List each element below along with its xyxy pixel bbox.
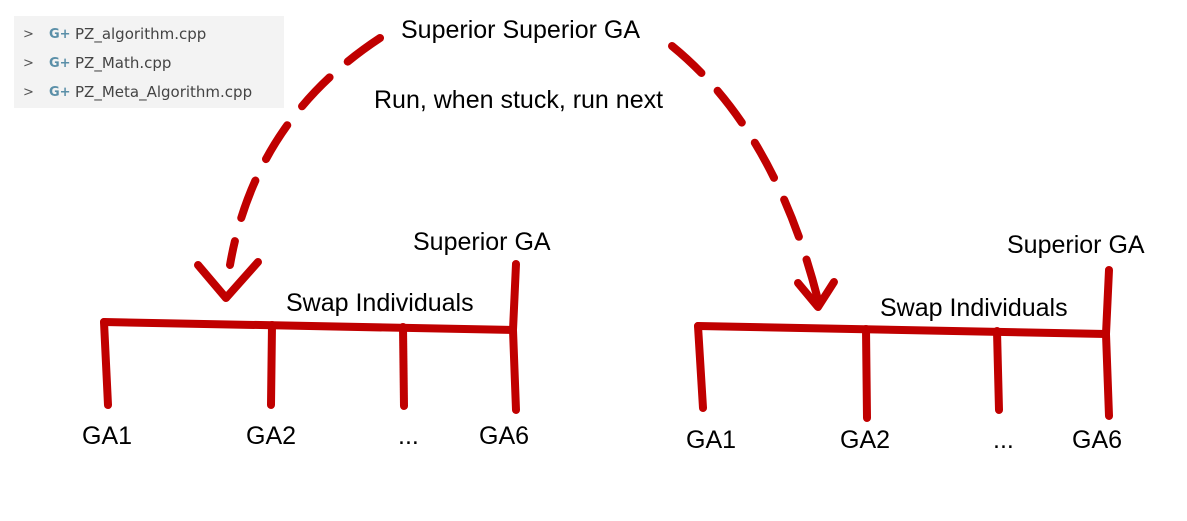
node-label: GA6 xyxy=(1072,426,1123,454)
left-dashed-arrow xyxy=(226,34,384,269)
node-label: GA2 xyxy=(246,422,297,450)
top-title: Superior Superior GA xyxy=(401,16,641,44)
file-name: PZ_Math.cpp xyxy=(75,54,172,72)
right-dashed-arrow xyxy=(668,42,822,304)
file-tree-item[interactable]: > G+ PZ_Math.cpp xyxy=(14,51,284,75)
file-tree-item[interactable]: > G+ PZ_Meta_Algorithm.cpp xyxy=(14,80,284,104)
left-drop-ellipsis xyxy=(399,323,408,410)
right-drop-ga2 xyxy=(862,325,871,422)
right-arrowhead xyxy=(794,278,838,311)
cpp-file-icon: G+ xyxy=(49,55,71,71)
top-subtitle: Run, when stuck, run next xyxy=(374,86,664,114)
chevron-right-icon[interactable]: > xyxy=(23,55,34,71)
swap-label: Swap Individuals xyxy=(286,289,474,317)
left-arrowhead xyxy=(194,258,262,302)
superior-ga-label: Superior GA xyxy=(413,228,551,256)
node-label: GA1 xyxy=(82,422,133,450)
cpp-file-icon: G+ xyxy=(49,26,71,42)
node-label: ... xyxy=(398,422,419,450)
right-drop-ellipsis xyxy=(993,327,1003,414)
superior-ga-label: Superior GA xyxy=(1007,231,1145,259)
right-superior-riser xyxy=(1102,266,1113,338)
swap-label: Swap Individuals xyxy=(880,294,1068,322)
node-label: GA1 xyxy=(686,426,737,454)
left-superior-riser xyxy=(509,260,520,334)
file-tree-item[interactable]: > G+ PZ_algorithm.cpp xyxy=(14,22,284,46)
chevron-right-icon[interactable]: > xyxy=(23,84,34,100)
node-label: GA6 xyxy=(479,422,530,450)
node-label: GA2 xyxy=(840,426,891,454)
node-label: ... xyxy=(993,426,1014,454)
left-bus-line xyxy=(100,318,517,334)
left-drop-ga2 xyxy=(267,321,276,409)
right-drop-ga1 xyxy=(694,322,707,412)
left-drop-ga6 xyxy=(509,326,520,414)
file-name: PZ_algorithm.cpp xyxy=(75,25,207,43)
cpp-file-icon: G+ xyxy=(49,84,71,100)
file-explorer-panel: > G+ PZ_algorithm.cpp > G+ PZ_Math.cpp >… xyxy=(14,16,284,108)
right-drop-ga6 xyxy=(1102,330,1113,420)
left-drop-ga1 xyxy=(100,318,112,409)
chevron-right-icon[interactable]: > xyxy=(23,26,34,42)
file-name: PZ_Meta_Algorithm.cpp xyxy=(75,83,253,101)
right-bus-line xyxy=(694,322,1110,338)
